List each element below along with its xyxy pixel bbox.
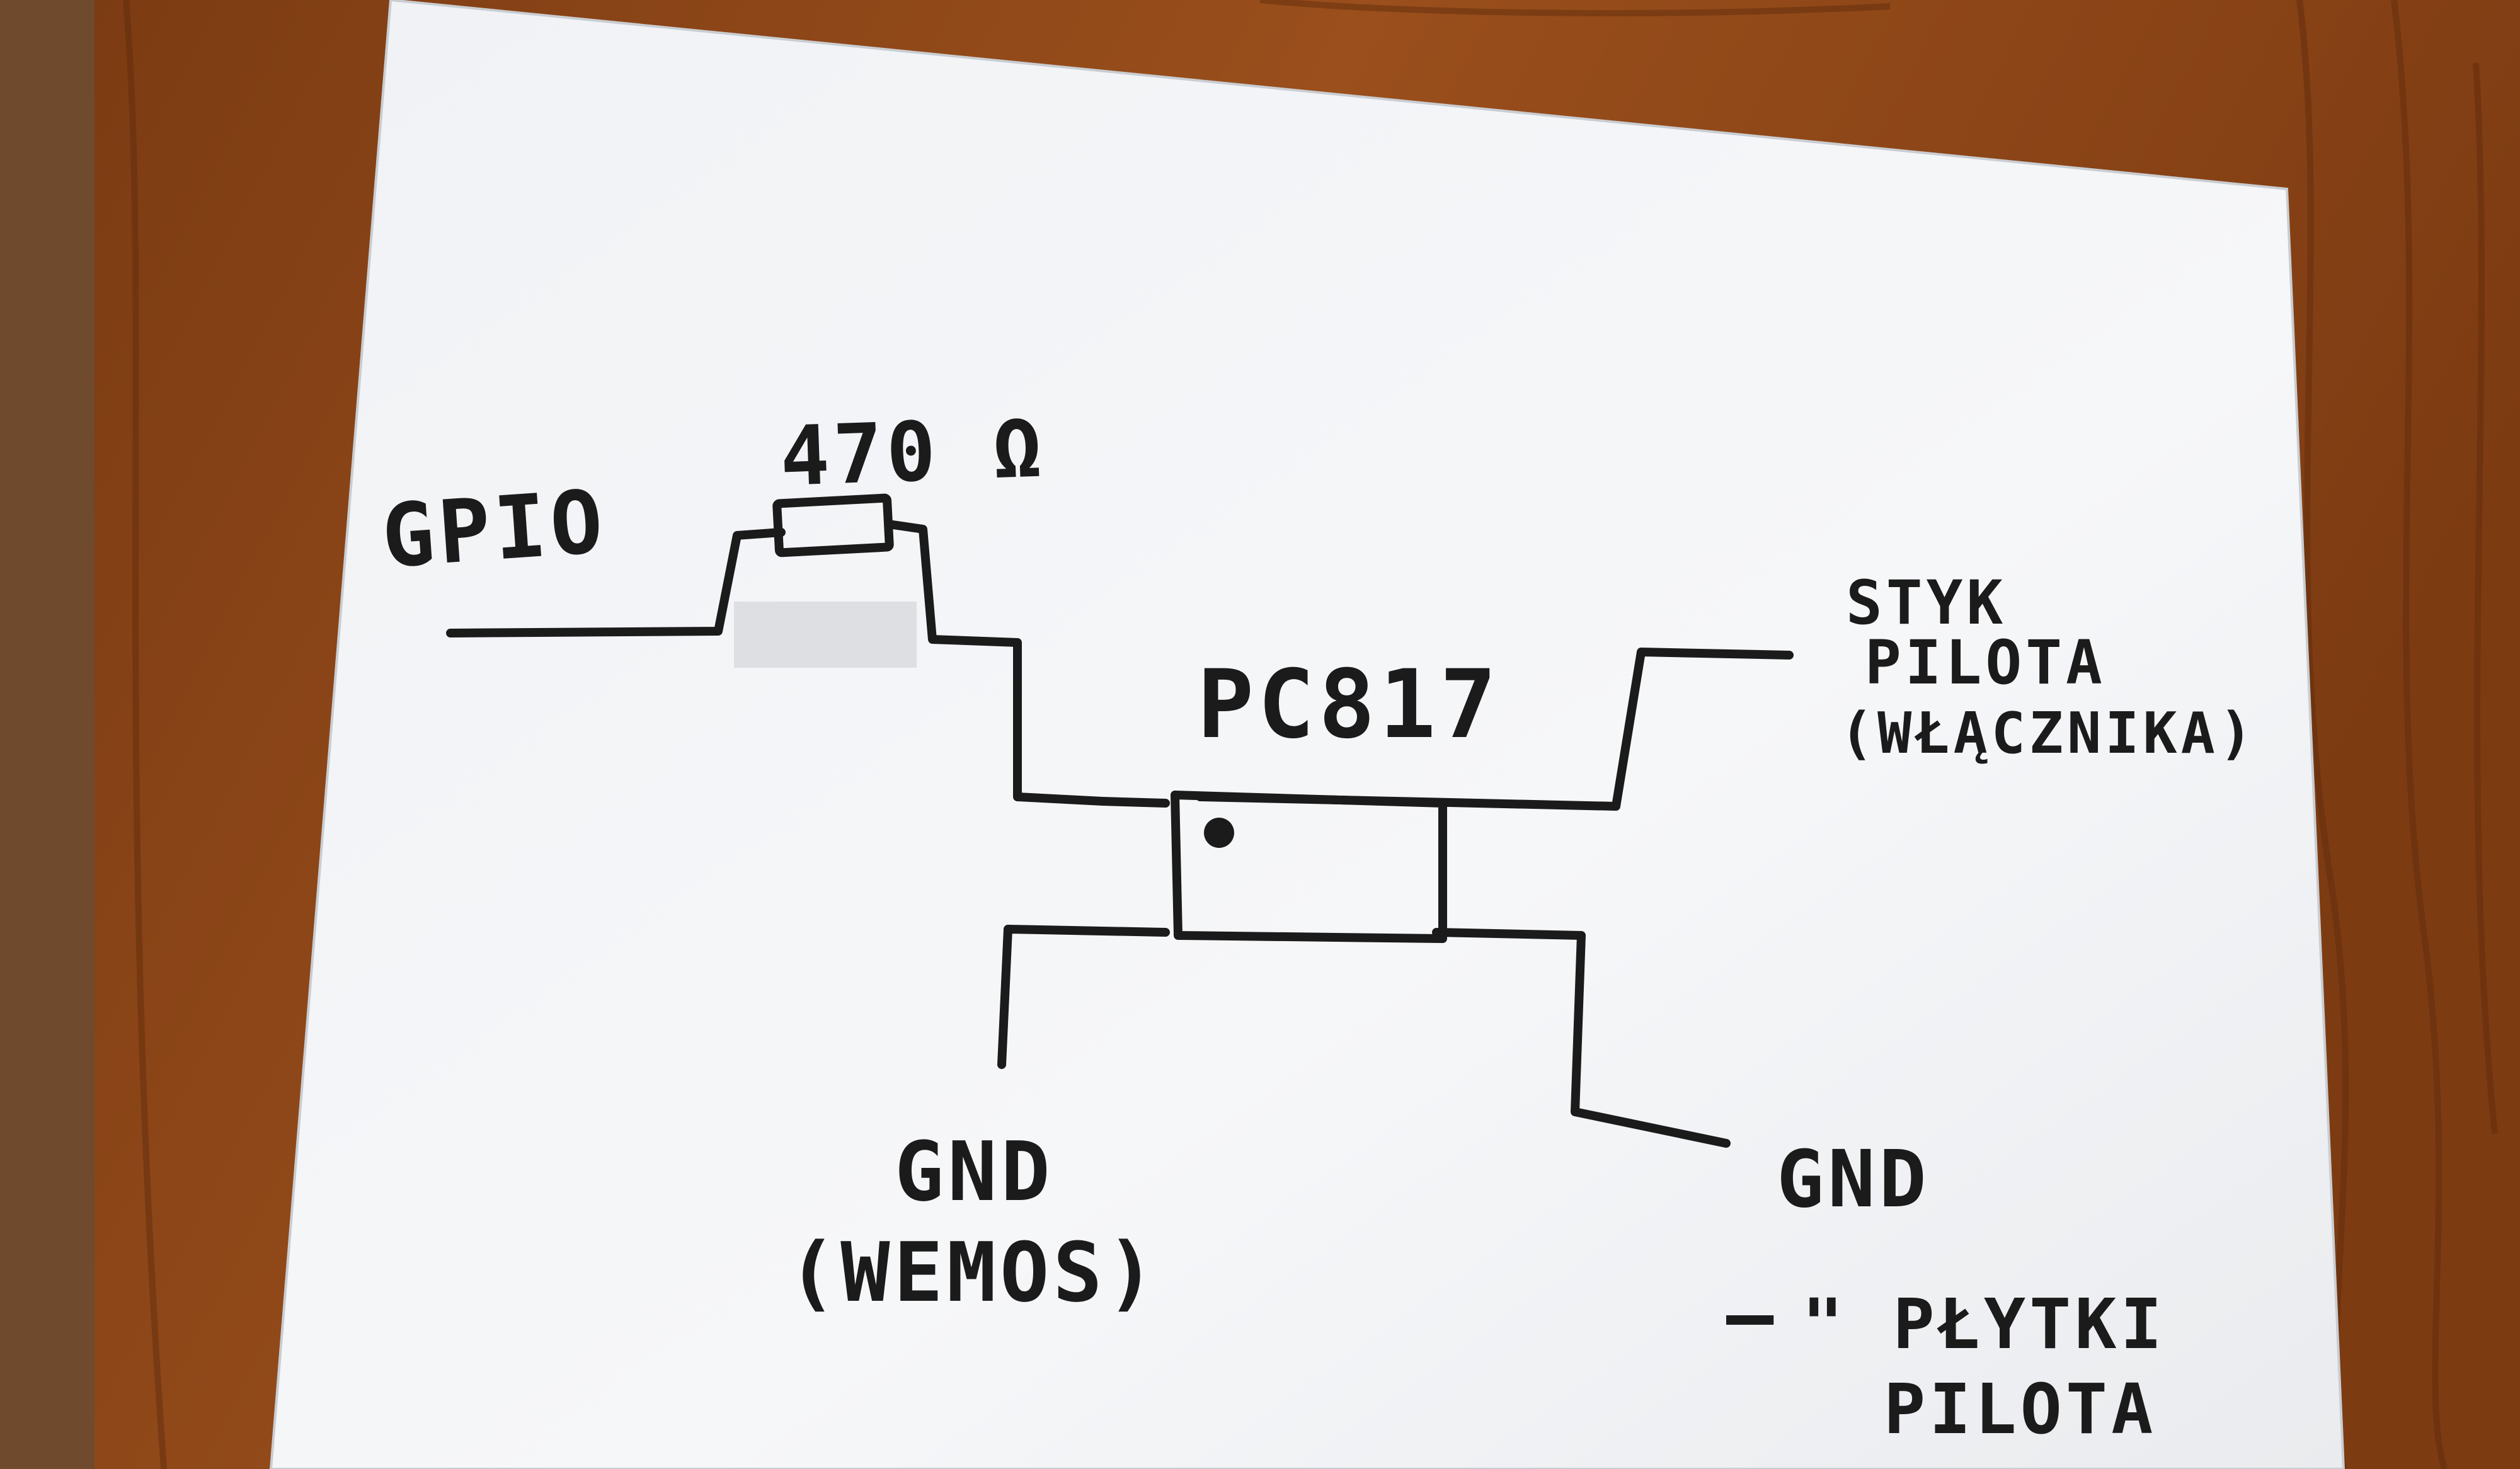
- optocoupler-symbol: [1171, 791, 1447, 943]
- wire-opto-to-gnd-remote: [1432, 928, 1731, 1148]
- wood-grain: [123, 0, 2498, 1469]
- remote-contact-label: STYK PILOTA (WŁĄCZNIKA): [1840, 568, 2257, 767]
- floor-left: [0, 0, 94, 1469]
- redaction-patch: [734, 602, 917, 668]
- gnd-wemos-line2: (WEMOS): [788, 1225, 1159, 1320]
- gnd-wemos-line1: GND: [895, 1124, 1054, 1220]
- pin1-dot: [1204, 818, 1234, 848]
- gnd-wemos-label: GND (WEMOS): [788, 1124, 1159, 1320]
- remote-contact-line2: PILOTA: [1865, 627, 2106, 698]
- gpio-label: GPIO: [379, 471, 610, 587]
- wire-resistor-to-opto: [884, 520, 1170, 808]
- remote-contact-line3: (WŁĄCZNIKA): [1840, 700, 2257, 767]
- gnd-remote-line1: GND: [1777, 1134, 1930, 1225]
- wire-gpio-to-resistor: [446, 528, 786, 637]
- optocoupler-label: PC817: [1197, 650, 1501, 760]
- resistor-value-label: 470 Ω: [779, 399, 1047, 505]
- wire-opto-to-gnd-wemos: [997, 925, 1170, 1069]
- gnd-remote-line3: PILOTA: [1884, 1369, 2156, 1449]
- paper-sheet: [269, 0, 2345, 1469]
- gnd-remote-label: GND – " PŁYTKI PILOTA: [1726, 1134, 2166, 1449]
- remote-contact-line1: STYK: [1846, 568, 2007, 638]
- ditto-dash: –: [1726, 1269, 1777, 1361]
- gnd-remote-line2: " PŁYTKI: [1802, 1284, 2166, 1364]
- resistor-symbol: [772, 493, 894, 557]
